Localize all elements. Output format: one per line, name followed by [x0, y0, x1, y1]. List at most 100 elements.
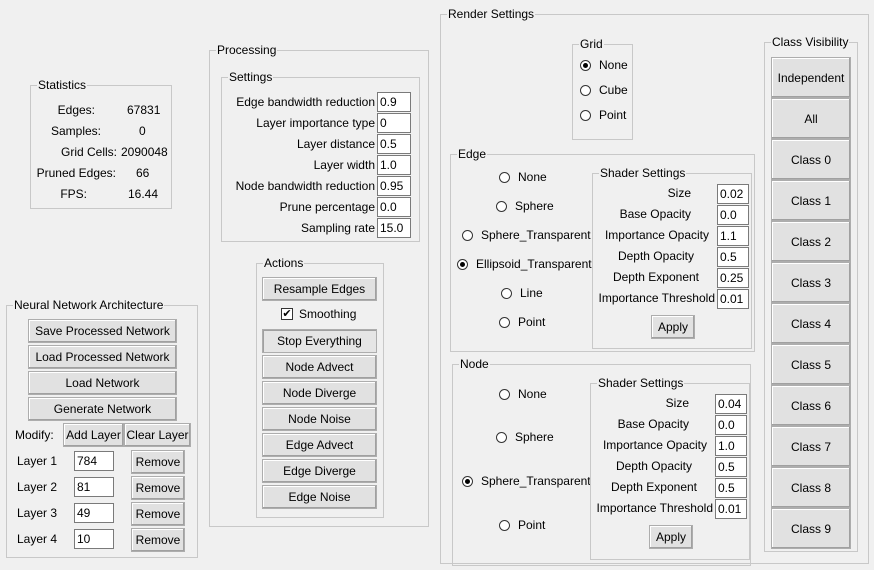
layer-label: Layer 4 [17, 532, 58, 546]
resample-edges-button[interactable]: Resample Edges [262, 277, 377, 301]
shader-label: Depth Opacity [617, 249, 694, 263]
grid-radio-option[interactable]: Point [580, 108, 626, 122]
shader-input[interactable] [715, 415, 747, 435]
stop-everything-button[interactable]: Stop Everything [262, 329, 377, 353]
save-processed-network-button[interactable]: Save Processed Network [28, 319, 177, 343]
radio-option-label: Sphere_Transparent [481, 228, 591, 242]
class-8-button[interactable]: Class 8 [771, 467, 851, 508]
setting-input[interactable] [377, 113, 411, 133]
layer-size-input[interactable] [74, 477, 114, 497]
edge-radio-option[interactable]: Point [499, 315, 545, 329]
stat-value-edges: 67831 [127, 103, 161, 117]
stat-value-grid-cells: 2090048 [121, 145, 168, 159]
shader-label: Base Opacity [617, 417, 689, 431]
edge-apply-button[interactable]: Apply [651, 315, 695, 339]
edge-radio-option[interactable]: Ellipsoid_Transparent [457, 257, 592, 271]
setting-input[interactable] [377, 134, 411, 154]
shader-input[interactable] [715, 499, 747, 519]
node-shader-settings-title: Shader Settings [597, 376, 685, 390]
edge-radio-option[interactable]: None [499, 170, 547, 184]
node-radio-option[interactable]: Sphere [496, 430, 554, 444]
layer-size-input[interactable] [74, 529, 114, 549]
layer-size-input[interactable] [74, 503, 114, 523]
render-settings-title: Render Settings [447, 7, 536, 21]
setting-input[interactable] [377, 155, 411, 175]
remove-layer-button[interactable]: Remove [131, 450, 185, 474]
shader-input[interactable] [715, 478, 747, 498]
node-radio-option[interactable]: None [499, 387, 547, 401]
radio-option-label: Cube [599, 83, 628, 97]
class-6-button[interactable]: Class 6 [771, 385, 851, 426]
remove-layer-button[interactable]: Remove [131, 502, 185, 526]
radio-selected-icon [457, 258, 468, 270]
class-visibility-all-button[interactable]: All [771, 98, 851, 139]
generate-network-button[interactable]: Generate Network [28, 397, 177, 421]
setting-input[interactable] [377, 197, 411, 217]
setting-label: Layer importance type [256, 116, 375, 130]
radio-option-label: None [599, 58, 628, 72]
processing-group: Processing Settings Edge bandwidth reduc… [209, 43, 429, 527]
radio-option-label: Sphere [515, 199, 554, 213]
class-9-button[interactable]: Class 9 [771, 508, 851, 549]
edge-radio-option[interactable]: Sphere [496, 199, 554, 213]
edge-radio-option[interactable]: Sphere_Transparent [462, 228, 591, 242]
node-radio-option[interactable]: Point [499, 518, 545, 532]
remove-layer-button[interactable]: Remove [131, 528, 185, 552]
shader-input[interactable] [717, 268, 749, 288]
stat-value-fps: 16.44 [128, 187, 159, 201]
setting-input[interactable] [377, 218, 411, 238]
smoothing-label: Smoothing [299, 307, 357, 321]
edge-diverge-button[interactable]: Edge Diverge [262, 459, 377, 483]
settings-group: Settings Edge bandwidth reduction Layer … [221, 70, 420, 242]
layer-size-input[interactable] [74, 451, 114, 471]
shader-input[interactable] [717, 226, 749, 246]
shader-input[interactable] [717, 184, 749, 204]
layer-label: Layer 1 [17, 454, 58, 468]
stat-label-samples: Samples: [50, 124, 101, 138]
edge-title: Edge [457, 147, 488, 161]
class-4-button[interactable]: Class 4 [771, 303, 851, 344]
class-7-button[interactable]: Class 7 [771, 426, 851, 467]
class-0-button[interactable]: Class 0 [771, 139, 851, 180]
grid-radio-option[interactable]: Cube [580, 83, 628, 97]
edge-advect-button[interactable]: Edge Advect [262, 433, 377, 457]
edge-shader-settings-title: Shader Settings [599, 166, 687, 180]
class-visibility-group: Class Visibility Independent All Class 0… [764, 35, 858, 552]
class-1-button[interactable]: Class 1 [771, 180, 851, 221]
shader-label: Base Opacity [619, 207, 691, 221]
class-5-button[interactable]: Class 5 [771, 344, 851, 385]
shader-input[interactable] [715, 436, 747, 456]
shader-input[interactable] [715, 394, 747, 414]
class-2-button[interactable]: Class 2 [771, 221, 851, 262]
actions-title: Actions [263, 256, 305, 270]
node-noise-button[interactable]: Node Noise [262, 407, 377, 431]
node-diverge-button[interactable]: Node Diverge [262, 381, 377, 405]
edge-noise-button[interactable]: Edge Noise [262, 485, 377, 509]
radio-unselected-icon [496, 200, 507, 212]
shader-input[interactable] [717, 289, 749, 309]
shader-label: Depth Exponent [612, 270, 699, 284]
setting-input[interactable] [377, 92, 411, 112]
setting-input[interactable] [377, 176, 411, 196]
shader-input[interactable] [715, 457, 747, 477]
shader-input[interactable] [717, 247, 749, 267]
grid-title: Grid [579, 37, 604, 51]
shader-input[interactable] [717, 205, 749, 225]
node-radio-option[interactable]: Sphere_Transparent [462, 474, 591, 488]
class-3-button[interactable]: Class 3 [771, 262, 851, 303]
setting-label: Sampling rate [300, 221, 375, 235]
load-network-button[interactable]: Load Network [28, 371, 177, 395]
remove-layer-button[interactable]: Remove [131, 476, 185, 500]
class-visibility-title: Class Visibility [771, 35, 850, 49]
load-processed-network-button[interactable]: Load Processed Network [28, 345, 177, 369]
grid-radio-option[interactable]: None [580, 58, 628, 72]
node-apply-button[interactable]: Apply [649, 525, 693, 549]
stat-value-pruned-edges: 66 [136, 166, 150, 180]
add-layer-button[interactable]: Add Layer [63, 423, 124, 447]
smoothing-checkbox[interactable]: ✔ Smoothing [281, 307, 356, 321]
node-advect-button[interactable]: Node Advect [262, 355, 377, 379]
radio-option-label: Point [518, 315, 546, 329]
edge-radio-option[interactable]: Line [501, 286, 543, 300]
clear-layer-button[interactable]: Clear Layer [124, 423, 191, 447]
class-visibility-independent-button[interactable]: Independent [771, 57, 851, 98]
